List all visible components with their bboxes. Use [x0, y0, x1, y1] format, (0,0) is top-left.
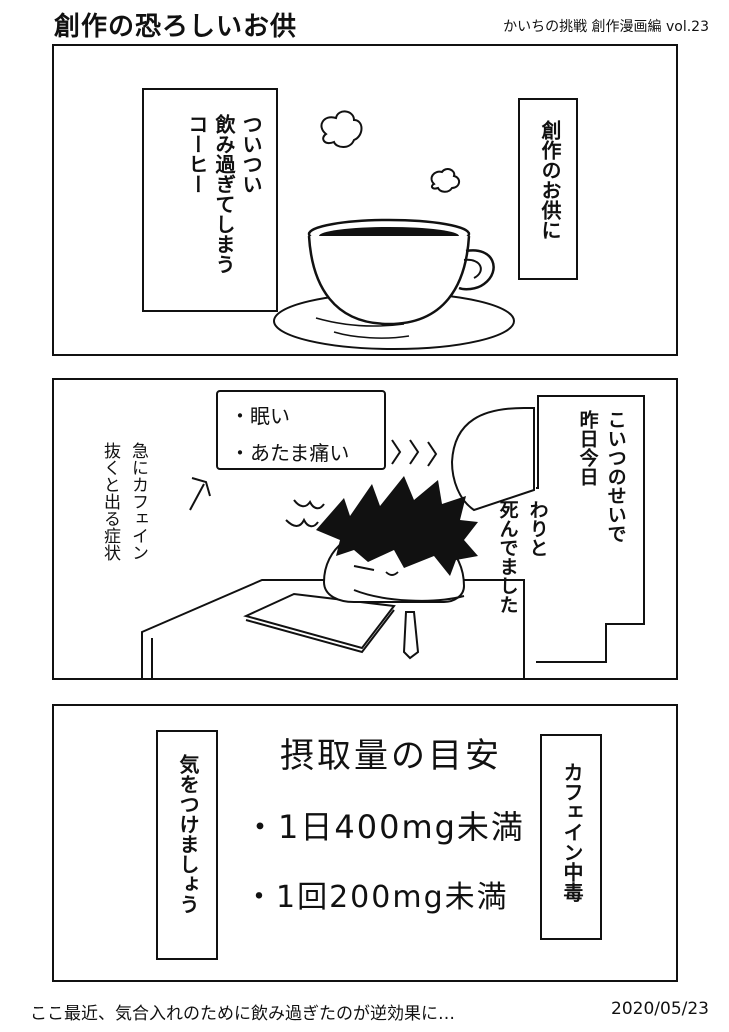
footer-text: ここ最近、気合入れのために飲み過ぎたのが逆効果に…	[30, 1004, 455, 1024]
caption-box-right: カフェイン中毒	[540, 734, 602, 940]
caption-box-left: ついつい 飲み過ぎてしまう コーヒー	[142, 88, 278, 312]
limit-item-single: ・1回200mg未満	[244, 880, 509, 915]
caption-line: わりと	[526, 500, 549, 557]
caption-line: ついつい	[239, 114, 263, 194]
series-label: かいちの挑戦 創作漫画編 vol.23	[503, 19, 709, 35]
footer-date: 2020/05/23	[611, 999, 709, 1019]
speech-bubble: ・眠い ・あたま痛い	[216, 390, 386, 470]
panel-headache: ・眠い ・あたま痛い こいつのせいで 昨日今日 わりと 死んでました 急にカフェ…	[52, 378, 678, 680]
caption-box-right: 創作のお供に	[518, 98, 578, 280]
footer: ここ最近、気合入れのために飲み過ぎたのが逆効果に… 2020/05/23	[30, 999, 709, 1024]
bubble-line: ・あたま痛い	[230, 441, 350, 465]
caption-box-outline	[536, 395, 645, 663]
coffee-cup-illustration	[273, 110, 515, 350]
panel-coffee: ついつい 飲み過ぎてしまう コーヒー 創作のお供に	[52, 44, 678, 356]
note-line: 急にカフェイン	[127, 442, 148, 561]
caption-box-left: 気をつけましょう	[156, 730, 218, 960]
caption-box-right	[536, 394, 646, 664]
caption-line: コーヒー	[185, 114, 209, 194]
caption-text: 創作のお供に	[538, 120, 562, 240]
caption-text: ついつい 飲み過ぎてしまう コーヒー	[183, 114, 264, 274]
bubble-line: ・眠い	[230, 404, 290, 428]
caption-line: こいつのせいで	[604, 410, 627, 543]
caption-line: 死んでました	[496, 500, 519, 614]
page-title: 創作の恐ろしいお供	[54, 12, 298, 42]
limit-item-daily: ・1日400mg未満	[244, 808, 525, 846]
limits-heading: 摂取量の目安	[280, 736, 502, 776]
caption-text: カフェイン中毒	[560, 762, 584, 902]
caption-line: 飲み過ぎてしまう	[212, 114, 236, 274]
sleeping-man-illustration	[141, 407, 535, 678]
caption-text: 気をつけましょう	[176, 754, 200, 914]
caption-line: 昨日今日	[576, 410, 599, 486]
panel-caffeine-limits: 気をつけましょう 摂取量の目安 ・1日400mg未満 ・1回200mg未満 カフ…	[52, 704, 678, 982]
note-line: 抜くと出る症状	[99, 442, 120, 561]
